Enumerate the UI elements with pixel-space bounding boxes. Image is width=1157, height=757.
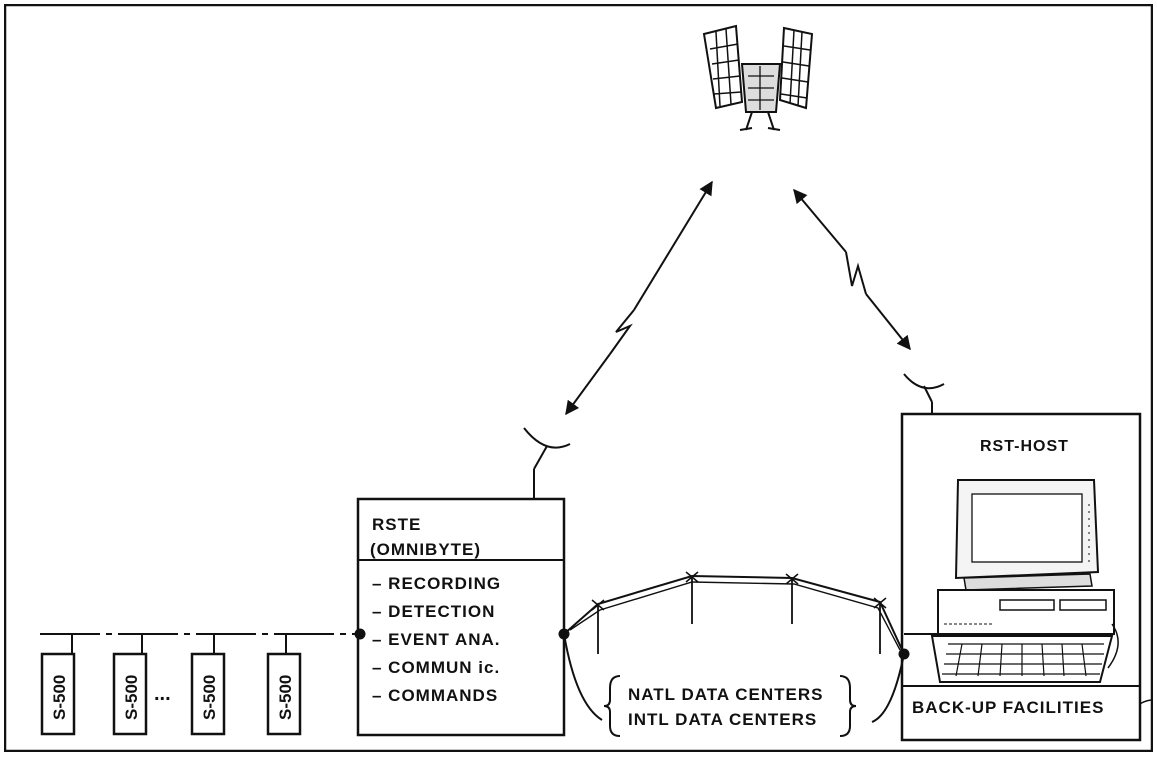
rste-function-communication: – COMMUN ic. [372,658,501,677]
station-label-3: S-500 [200,675,219,720]
computer-icon [930,479,1119,683]
satellite-icon [702,24,814,131]
rste-function-detection: – DETECTION [372,602,496,621]
station-label-2: S-500 [122,675,141,720]
diagram-frame: S-500 S-500 S-500 S-500 ... RSTE (OMNIBY… [3,3,1154,753]
dish-right-icon [903,373,945,414]
dish-left-icon [523,427,571,499]
data-network [558,571,944,723]
brace-right [839,675,857,737]
host-title: RST-HOST [980,438,1069,455]
rste-title: RSTE [372,515,422,534]
backup-facilities-label: BACK-UP FACILITIES [912,698,1105,717]
uplink-left [565,180,713,416]
network-diagram: S-500 S-500 S-500 S-500 ... [3,3,1154,753]
rste-function-recording: – RECORDING [372,574,502,593]
station-ellipsis: ... [154,683,171,705]
outer-border [3,3,1154,753]
rste-function-event-analysis: – EVENT ANA. [372,630,501,649]
rste-box [356,497,566,737]
station-label-1: S-500 [50,675,69,720]
rste-function-commands: – COMMANDS [372,686,499,705]
intl-data-centers: INTL DATA CENTERS [628,710,818,729]
station-label-4: S-500 [276,675,295,720]
natl-data-centers: NATL DATA CENTERS [628,685,824,704]
rste-subtitle: (OMNIBYTE) [370,540,482,559]
station-bus [40,628,366,654]
uplink-right [793,188,911,351]
edge-mark [1139,699,1154,705]
brace-left [603,675,621,737]
station-boxes [40,652,302,736]
